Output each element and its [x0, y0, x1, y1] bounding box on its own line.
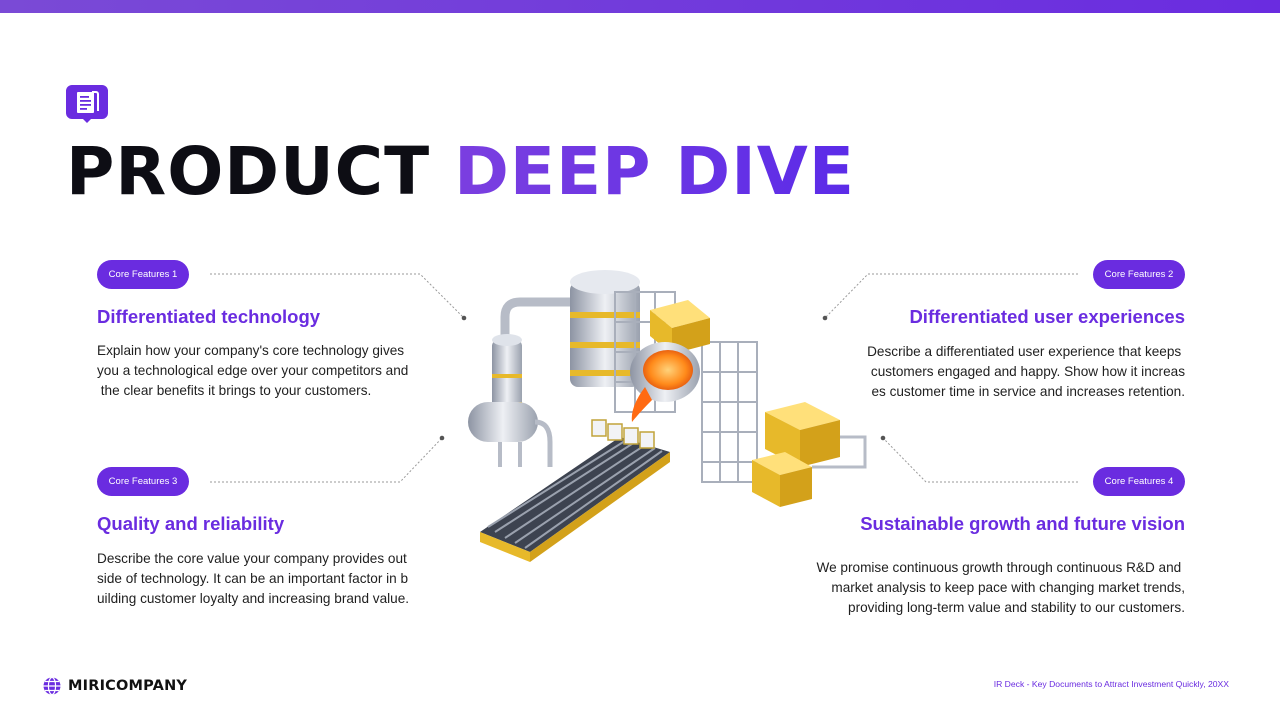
- description-line: customers engaged and happy. Show how it…: [870, 364, 1185, 379]
- description-line: Describe a differentiated user experienc…: [867, 344, 1185, 359]
- core-feature-3-heading: Quality and reliability: [97, 513, 285, 534]
- company-logo: MIRICOMPANY: [42, 676, 187, 696]
- core-feature-3-description: Describe the core value your company pro…: [97, 549, 442, 609]
- page-title: PRODUCT DEEP DIVE: [66, 136, 855, 208]
- description-line: es customer time in service and increase…: [871, 384, 1185, 399]
- description-line: providing long-term value and stability …: [848, 600, 1185, 615]
- core-feature-4-heading: Sustainable growth and future vision: [860, 513, 1185, 534]
- description-line: We promise continuous growth through con…: [816, 560, 1185, 575]
- core-feature-3-pill: Core Features 3: [97, 467, 189, 496]
- core-feature-1-heading: Differentiated technology: [97, 306, 321, 327]
- core-feature-1-description: Explain how your company's core technolo…: [97, 341, 442, 401]
- description-line: Describe the core value your company pro…: [97, 551, 407, 566]
- title-part-1: PRODUCT: [66, 133, 431, 210]
- globe-icon: [43, 676, 61, 696]
- core-feature-2-heading: Differentiated user experiences: [909, 306, 1185, 327]
- description-line: uilding customer loyalty and increasing …: [97, 591, 410, 606]
- core-feature-4-pill: Core Features 4: [1093, 467, 1185, 496]
- core-feature-2-description: Describe a differentiated user experienc…: [825, 342, 1185, 402]
- description-line: Explain how your company's core technolo…: [97, 343, 405, 358]
- core-feature-2-pill: Core Features 2: [1093, 260, 1185, 289]
- core-feature-1-pill: Core Features 1: [97, 260, 189, 289]
- title-part-2: DEEP DIVE: [454, 133, 855, 210]
- factory-illustration: [468, 270, 867, 562]
- top-accent-bar: [0, 0, 1280, 13]
- description-line: the clear benefits it brings to your cus…: [97, 383, 372, 398]
- document-icon: [66, 85, 108, 123]
- description-line: market analysis to keep pace with changi…: [831, 580, 1185, 595]
- description-line: side of technology. It can be an importa…: [97, 571, 409, 586]
- footer-note: IR Deck - Key Documents to Attract Inves…: [993, 679, 1229, 689]
- company-name: MIRICOMPANY: [68, 678, 188, 694]
- core-feature-4-description: We promise continuous growth through con…: [785, 558, 1186, 618]
- description-line: you a technological edge over your compe…: [97, 363, 409, 378]
